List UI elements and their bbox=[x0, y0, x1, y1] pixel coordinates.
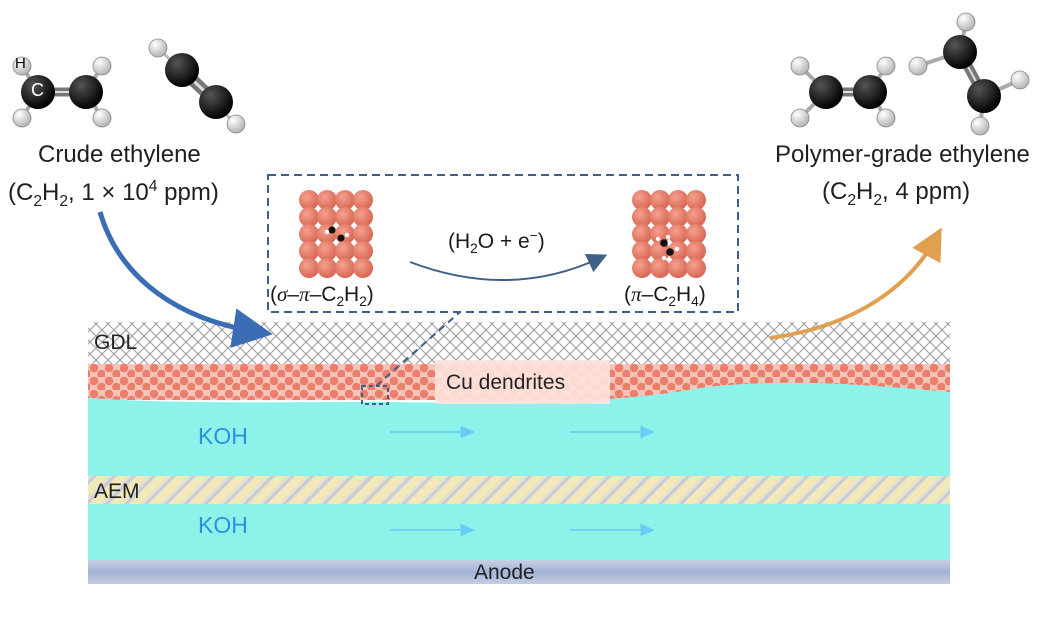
cu-atom bbox=[686, 224, 706, 244]
cu-atom bbox=[353, 241, 373, 261]
cu-atom bbox=[632, 190, 652, 210]
cu-atom bbox=[335, 207, 355, 227]
cu-atom bbox=[299, 190, 319, 210]
crude-ethylene-concentration: (C2H2, 1 × 104 ppm) bbox=[8, 178, 219, 210]
reaction-arrow bbox=[409, 254, 608, 282]
cu-dendrites-label: Cu dendrites bbox=[446, 371, 566, 394]
cu-label-backdrop bbox=[435, 360, 610, 404]
c2h2-adsorbate bbox=[324, 226, 350, 242]
aem-label: AEM bbox=[94, 480, 140, 503]
cu-atom bbox=[686, 241, 706, 261]
acetylene-molecule-icon bbox=[12, 56, 112, 128]
atom-label-c: C bbox=[31, 80, 44, 100]
anode-layer bbox=[88, 560, 950, 584]
cu-atom bbox=[650, 224, 670, 244]
anode-label: Anode bbox=[474, 561, 535, 584]
cu-atom bbox=[650, 258, 670, 278]
cu-atom bbox=[299, 258, 319, 278]
cu-atom bbox=[632, 241, 652, 261]
cu-atom bbox=[299, 224, 319, 244]
cu-atom bbox=[335, 258, 355, 278]
cu-atom bbox=[353, 258, 373, 278]
atom-label-h: H bbox=[15, 55, 26, 72]
cu-atom bbox=[299, 241, 319, 261]
cu-atom bbox=[299, 207, 319, 227]
koh-bottom-layer bbox=[88, 504, 950, 560]
c2h4-adsorbate bbox=[655, 234, 680, 261]
cu-atom bbox=[353, 190, 373, 210]
cu-atom bbox=[317, 207, 337, 227]
cu-atom bbox=[686, 190, 706, 210]
cu-atom bbox=[668, 258, 688, 278]
pi-c2h4-label: (π–C2H4) bbox=[624, 282, 706, 310]
cu-atom bbox=[317, 241, 337, 261]
cu-atom bbox=[632, 258, 652, 278]
sigma-pi-c2h2-label: (σ–π–C2H2) bbox=[270, 282, 374, 310]
koh-top-label: KOH bbox=[198, 423, 248, 449]
zoom-box bbox=[361, 385, 389, 405]
reaction-label: (H2O + e−) bbox=[448, 228, 545, 257]
cu-atom bbox=[668, 190, 688, 210]
gdl-label: GDL bbox=[94, 331, 138, 354]
cu-atom bbox=[353, 207, 373, 227]
cu-atom bbox=[668, 241, 688, 261]
inlet-arrow bbox=[97, 211, 273, 348]
ethylene-molecule-icon bbox=[908, 12, 1030, 136]
cu-atom bbox=[650, 190, 670, 210]
polymer-grade-concentration: (C2H2, 4 ppm) bbox=[822, 178, 971, 209]
cu-atom bbox=[686, 207, 706, 227]
polymer-grade-title: Polymer-grade ethylene bbox=[775, 141, 1030, 168]
cu-atom bbox=[632, 224, 652, 244]
koh-bottom-label: KOH bbox=[198, 512, 248, 538]
cu-atom bbox=[317, 190, 337, 210]
cu-atom bbox=[668, 224, 688, 244]
cu-atom bbox=[686, 258, 706, 278]
cu-atom bbox=[335, 190, 355, 210]
cu-atom bbox=[650, 207, 670, 227]
cu-atom bbox=[632, 207, 652, 227]
aem-layer bbox=[88, 476, 950, 504]
cu-surface-left bbox=[299, 190, 373, 278]
cu-surface-right bbox=[632, 190, 706, 278]
outlet-arrow bbox=[769, 227, 942, 340]
ethylene-molecule-icon bbox=[790, 56, 896, 128]
cu-atom bbox=[668, 207, 688, 227]
crude-ethylene-title: Crude ethylene bbox=[38, 141, 201, 168]
acetylene-molecule-icon bbox=[148, 38, 246, 134]
koh-top-layer bbox=[88, 382, 950, 476]
cu-atom bbox=[353, 224, 373, 244]
cu-atom bbox=[317, 258, 337, 278]
zoom-line bbox=[375, 311, 461, 387]
cu-atom bbox=[335, 241, 355, 261]
